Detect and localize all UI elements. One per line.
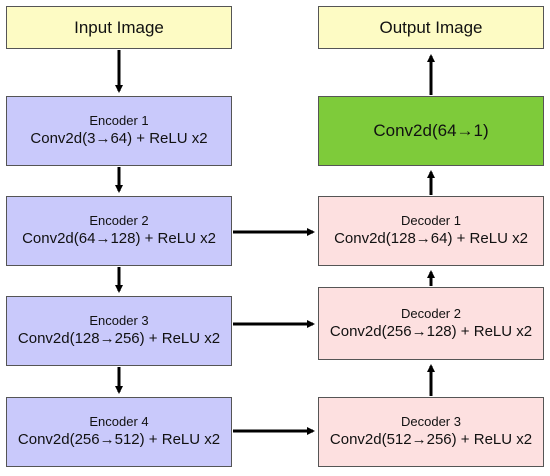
decoder-3-title: Decoder 3 — [401, 414, 461, 429]
final-conv-node: Conv2d(64→1) — [318, 96, 544, 166]
encoder-2-title: Encoder 2 — [89, 213, 149, 228]
encoder-3-node: Encoder 3 Conv2d(128→256) + ReLU x2 — [6, 296, 232, 366]
encoder-4-node: Encoder 4 Conv2d(256→512) + ReLU x2 — [6, 397, 232, 467]
encoder-1-title: Encoder 1 — [89, 113, 149, 128]
encoder-4-op: Conv2d(256→512) + ReLU x2 — [17, 431, 221, 448]
final-conv-op: Conv2d(64→1) — [373, 121, 489, 140]
decoder-1-node: Decoder 1 Conv2d(128→64) + ReLU x2 — [318, 196, 544, 266]
decoder-3-op: Conv2d(512→256) + ReLU x2 — [329, 431, 533, 448]
decoder-2-title: Decoder 2 — [401, 305, 461, 321]
encoder-3-title: Encoder 3 — [89, 313, 149, 328]
encoder-1-node: Encoder 1 Conv2d(3→64) + ReLU x2 — [6, 96, 232, 166]
decoder-2-op: Conv2d(256→128) + ReLU x2 — [329, 322, 533, 340]
decoder-3-node: Decoder 3 Conv2d(512→256) + ReLU x2 — [318, 397, 544, 467]
output-image-node: Output Image — [318, 6, 544, 49]
encoder-2-op: Conv2d(64→128) + ReLU x2 — [22, 230, 216, 247]
decoder-1-op: Conv2d(128→64) + ReLU x2 — [334, 230, 528, 247]
encoder-1-op: Conv2d(3→64) + ReLU x2 — [30, 130, 208, 147]
decoder-1-title: Decoder 1 — [401, 213, 461, 228]
encoder-3-op: Conv2d(128→256) + ReLU x2 — [17, 330, 221, 347]
encoder-4-title: Encoder 4 — [89, 414, 149, 429]
output-image-label: Output Image — [379, 17, 483, 37]
input-image-node: Input Image — [6, 6, 232, 49]
encoder-2-node: Encoder 2 Conv2d(64→128) + ReLU x2 — [6, 196, 232, 266]
input-image-label: Input Image — [74, 17, 164, 37]
decoder-2-node: Decoder 2 Conv2d(256→128) + ReLU x2 — [318, 287, 544, 360]
